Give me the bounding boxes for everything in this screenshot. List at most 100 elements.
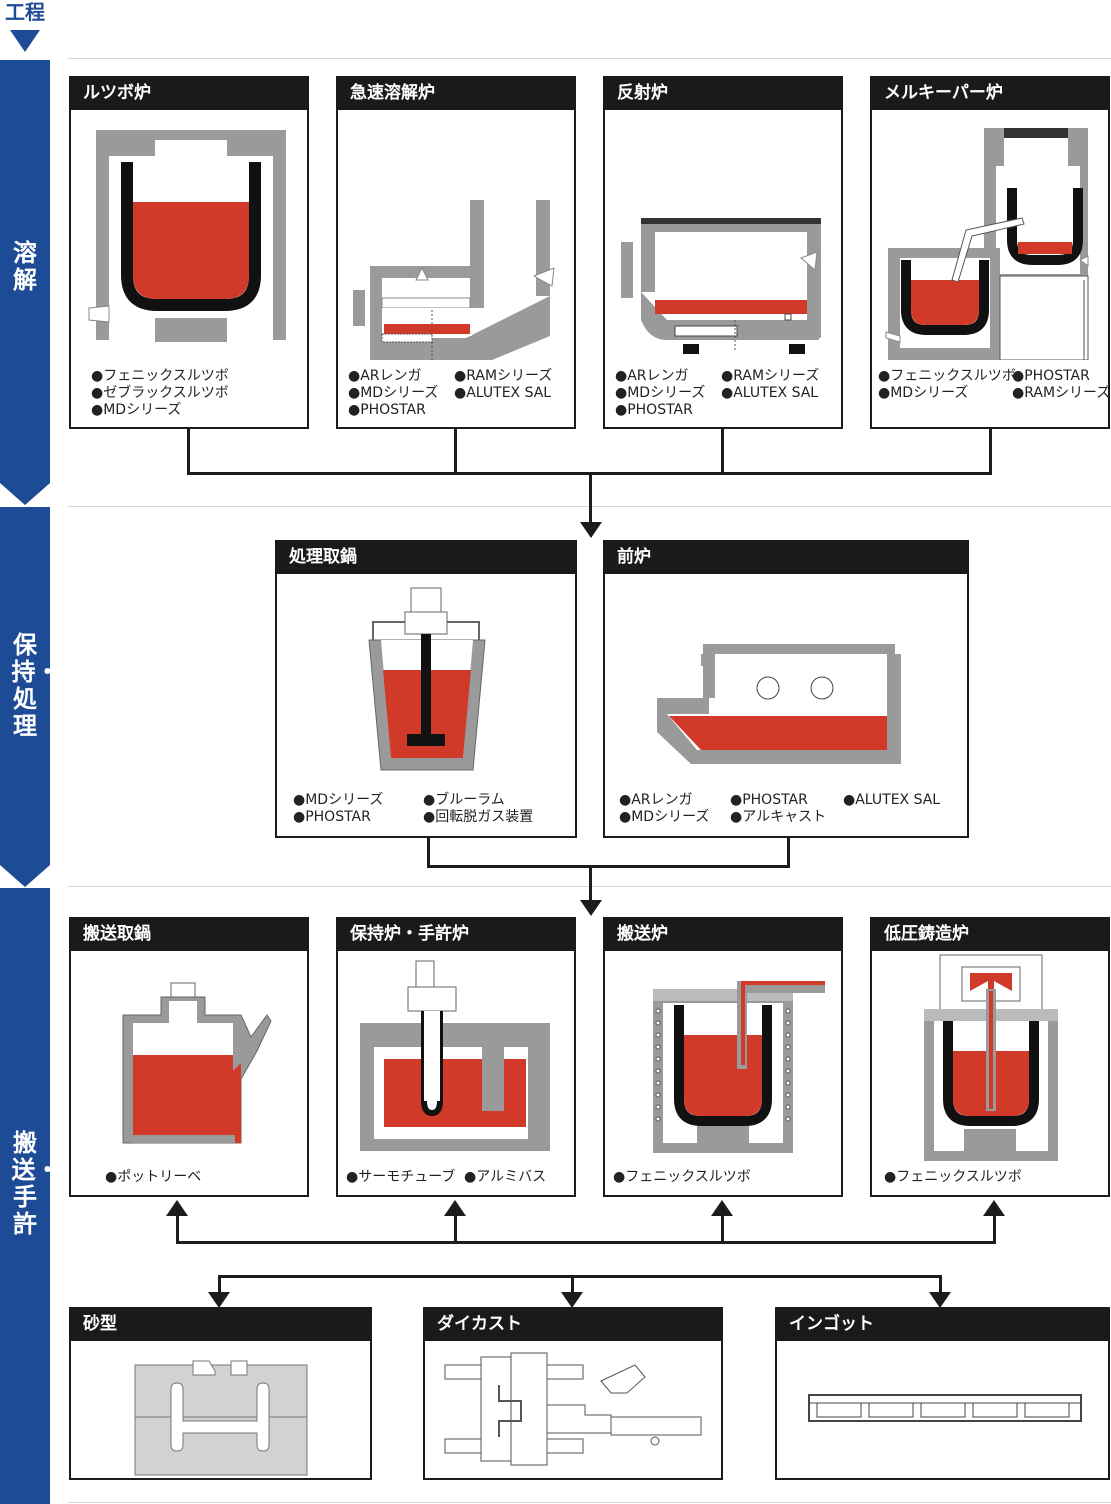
product-item: ●RAMシリーズ (721, 368, 820, 384)
product-item: ●回転脱ガス装置 (423, 809, 534, 825)
section-divider (68, 1502, 1111, 1503)
holding-furnace-diagram (360, 960, 550, 1151)
product-item: ●ARレンガ (619, 792, 693, 808)
product-item: ●ポットリーベ (105, 1169, 202, 1185)
card-sand-mold: 砂型 (69, 1307, 372, 1480)
rapid-melting-furnace-diagram (353, 200, 555, 360)
connector-line (589, 472, 592, 522)
card-title: 砂型 (69, 1307, 372, 1341)
card-ingot: インゴット (775, 1307, 1110, 1480)
product-item: ●MDシリーズ (615, 385, 706, 401)
process-down-arrow-icon (10, 30, 40, 52)
connector-line (993, 1212, 996, 1244)
ingot-diagram (808, 1394, 1082, 1422)
product-item: ●ALUTEX SAL (721, 385, 819, 401)
arrow-down-icon (929, 1292, 951, 1308)
stage-band-transport (0, 888, 50, 1504)
arrow-down-icon (561, 1292, 583, 1308)
product-item: ●フェニックスルツボ (613, 1169, 751, 1185)
card-title: 前炉 (603, 540, 969, 574)
product-item: ●PHOSTAR (1012, 368, 1090, 384)
card-low-pressure-casting-furnace: 低圧鋳造炉 ●フェニックスルツボ (870, 917, 1110, 1197)
product-item: ●アルミバス (464, 1169, 547, 1185)
product-item: ●ALUTEX SAL (454, 385, 552, 401)
product-item: ●RAMシリーズ (1012, 385, 1111, 401)
connector-line (218, 1275, 221, 1295)
connector-line (454, 429, 457, 475)
product-item: ●ARレンガ (348, 368, 422, 384)
product-item: ●フェニックスルツボ (878, 368, 1016, 384)
card-die-cast: ダイカスト (423, 1307, 723, 1480)
connector-line (176, 1212, 179, 1244)
transport-ladle-diagram (122, 982, 272, 1144)
card-title: メルキーパー炉 (870, 76, 1110, 110)
arrow-down-icon (208, 1292, 230, 1308)
section-divider (68, 58, 1111, 59)
product-item: ●RAMシリーズ (454, 368, 553, 384)
low-pressure-casting-furnace-diagram (924, 954, 1058, 1161)
product-item: ●ARレンガ (615, 368, 689, 384)
arrow-down-icon (580, 522, 602, 538)
product-item: ●ALUTEX SAL (843, 792, 941, 808)
product-item: ●フェニックスルツボ (884, 1169, 1022, 1185)
reverberatory-furnace-diagram (621, 218, 821, 354)
melt-keeper-furnace-diagram (885, 128, 1089, 360)
product-item: ●サーモチューブ (346, 1169, 456, 1185)
card-holding-furnace: 保持炉・手許炉 ●サーモチューブ ●アルミバス (336, 917, 576, 1197)
arrow-up-icon (711, 1200, 733, 1216)
arrow-up-icon (444, 1200, 466, 1216)
connector-line (721, 429, 724, 475)
stage-band-holding (0, 507, 50, 865)
arrow-down-icon (580, 900, 602, 916)
product-item: ●PHOSTAR (348, 402, 426, 418)
die-cast-diagram (444, 1352, 702, 1466)
connector-line (989, 429, 992, 475)
product-item: ●アルキャスト (730, 809, 827, 825)
product-item: ●ゼブラックスルツボ (91, 385, 229, 401)
card-title: 急速溶解炉 (336, 76, 576, 110)
stage-chevron-icon (0, 865, 50, 887)
card-transport-furnace: 搬送炉 ●フェニックスルツボ (603, 917, 843, 1197)
card-title: 処理取鍋 (275, 540, 577, 574)
treatment-ladle-diagram (368, 587, 486, 771)
product-item: ●MDシリーズ (91, 402, 182, 418)
card-title: 搬送炉 (603, 917, 843, 951)
stage-label-melting: 溶解 (13, 239, 37, 294)
card-forehearth: 前炉 ●ARレンガ ●MDシリーズ ●PHOSTAR ●アルキャスト ●ALUT… (603, 540, 969, 838)
card-melt-keeper-furnace: メルキーパー炉 ●フェニックスルツボ ●MDシリーズ ●PHOSTAR ●RAM… (870, 76, 1110, 429)
product-item: ●MDシリーズ (878, 385, 969, 401)
arrow-up-icon (166, 1200, 188, 1216)
card-title: インゴット (775, 1307, 1110, 1341)
connector-line (454, 1212, 457, 1244)
card-title: 保持炉・手許炉 (336, 917, 576, 951)
card-title: 低圧鋳造炉 (870, 917, 1110, 951)
forehearth-diagram (657, 644, 901, 764)
stage-label-holding: 保持・処理 (11, 631, 60, 740)
product-item: ●ブルーラム (423, 792, 505, 808)
connector-line (571, 1275, 574, 1295)
product-item: ●PHOSTAR (730, 792, 808, 808)
card-crucible-furnace: ルツボ炉 ●フェニックスルツボ ●ゼブラックスルツボ ●MDシリーズ (69, 76, 309, 429)
stage-chevron-icon (0, 483, 50, 505)
card-reverberatory-furnace: 反射炉 ●ARレンガ ●MDシリーズ ●PHOSTAR ●RAMシリーズ ●AL… (603, 76, 843, 429)
arrow-up-icon (983, 1200, 1005, 1216)
connector-line (218, 1275, 942, 1278)
card-title: 搬送取鍋 (69, 917, 309, 951)
connector-line (939, 1275, 942, 1295)
card-rapid-melting-furnace: 急速溶解炉 ●ARレンガ ●MDシリーズ ●PHOSTAR ●RAMシリーズ ●… (336, 76, 576, 429)
product-item: ●MDシリーズ (293, 792, 384, 808)
connector-line (787, 838, 790, 868)
connector-line (187, 429, 190, 475)
connector-line (589, 865, 592, 902)
card-transport-ladle: 搬送取鍋 ●ポットリーベ (69, 917, 309, 1197)
product-item: ●PHOSTAR (293, 809, 371, 825)
connector-line (427, 838, 430, 868)
card-title: 反射炉 (603, 76, 843, 110)
card-title: ダイカスト (423, 1307, 723, 1341)
product-item: ●PHOSTAR (615, 402, 693, 418)
connector-line (427, 865, 790, 868)
product-item: ●MDシリーズ (619, 809, 710, 825)
connector-line (176, 1241, 996, 1244)
card-title: ルツボ炉 (69, 76, 309, 110)
transport-furnace-diagram (653, 981, 825, 1153)
